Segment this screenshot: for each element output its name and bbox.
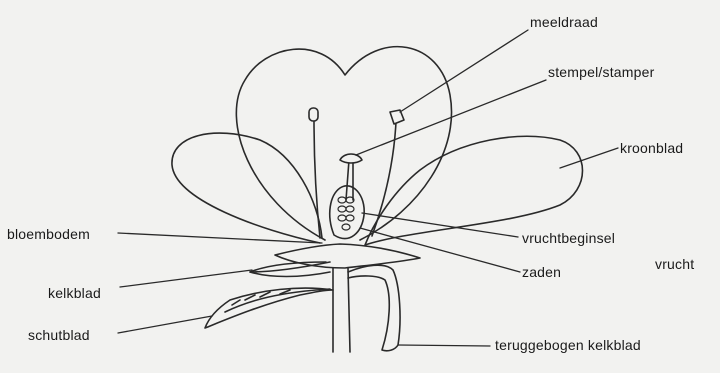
- back-petal: [236, 47, 451, 240]
- label-kelkblad: kelkblad: [48, 285, 101, 301]
- stigma: [340, 154, 362, 163]
- style: [346, 160, 353, 200]
- anther-left: [309, 108, 318, 121]
- label-teruggebogen-kelkblad: teruggebogen kelkblad: [495, 337, 641, 353]
- right-petal: [365, 136, 583, 245]
- receptacle: [275, 244, 420, 268]
- bract: [205, 288, 333, 328]
- anther-right: [390, 110, 404, 124]
- label-zaden: zaden: [522, 264, 561, 280]
- label-vrucht: vrucht: [655, 256, 694, 272]
- seeds: [338, 197, 354, 230]
- label-bloembodem: bloembodem: [7, 226, 90, 242]
- label-vruchtbeginsel: vruchtbeginsel: [522, 230, 615, 246]
- left-petal: [172, 133, 322, 243]
- leader-lines: [118, 30, 618, 346]
- reflexed-sepal: [348, 265, 400, 351]
- label-stempel: stempel/stamper: [548, 64, 654, 80]
- label-kroonblad: kroonblad: [620, 140, 683, 156]
- label-meeldraad: meeldraad: [530, 14, 598, 30]
- stem: [333, 268, 350, 352]
- label-schutblad: schutblad: [28, 327, 90, 343]
